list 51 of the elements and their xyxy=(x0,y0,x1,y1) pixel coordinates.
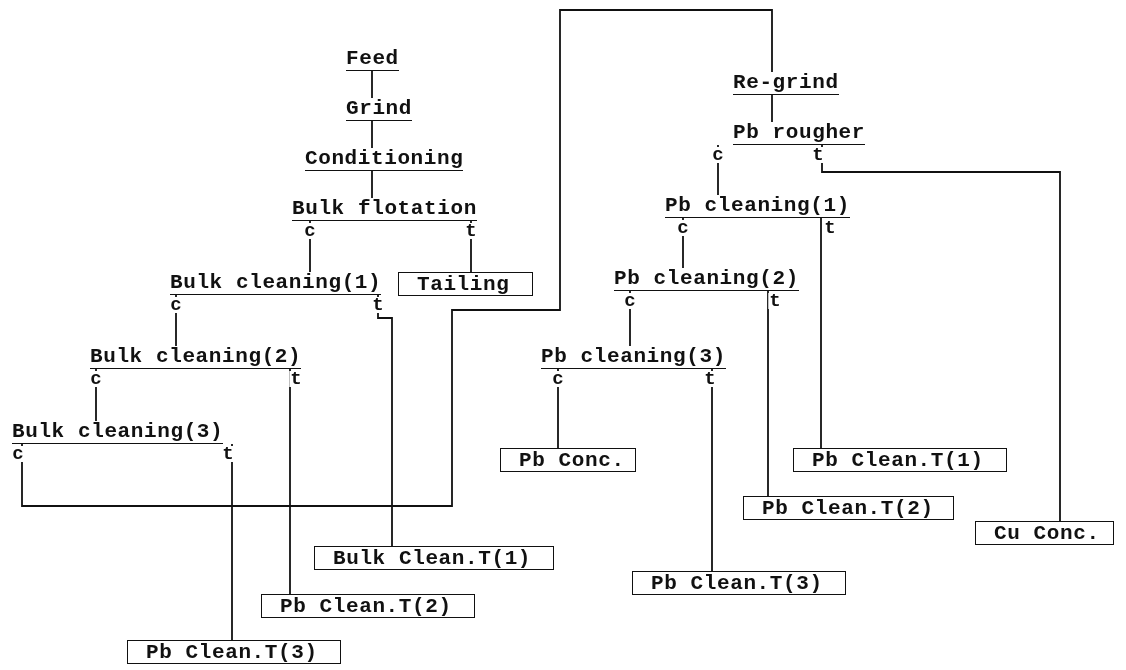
flow-line xyxy=(557,368,559,449)
flow-line xyxy=(711,368,713,572)
product-box: Pb Clean.T(2) xyxy=(261,594,475,618)
edge-label: t xyxy=(371,297,385,313)
process-step: Conditioning xyxy=(305,148,464,171)
flow-line xyxy=(629,290,631,347)
flow-line xyxy=(371,120,373,149)
edge-label: t xyxy=(289,371,303,387)
product-box: Pb Conc. xyxy=(500,448,636,472)
edge-label: c xyxy=(303,223,317,239)
process-step: Bulk cleaning(2) xyxy=(90,346,302,369)
flow-line xyxy=(377,294,393,547)
flow-line xyxy=(820,217,822,449)
flow-line xyxy=(371,170,373,199)
edge-label: c xyxy=(89,371,103,387)
flow-line xyxy=(21,9,773,507)
edge-label: t xyxy=(221,446,235,462)
process-step: Pb cleaning(3) xyxy=(541,346,726,369)
process-step: Pb cleaning(1) xyxy=(665,195,850,218)
edge-label: c xyxy=(623,293,637,309)
flow-line xyxy=(767,290,769,497)
edge-label: t xyxy=(823,220,837,236)
product-box: Pb Clean.T(3) xyxy=(632,571,846,595)
edge-label: t xyxy=(811,147,825,163)
product-box: Pb Clean.T(1) xyxy=(793,448,1007,472)
product-box: Pb Clean.T(2) xyxy=(743,496,954,520)
edge-label: t xyxy=(464,223,478,239)
product-box: Bulk Clean.T(1) xyxy=(314,546,554,570)
edge-label: c xyxy=(676,220,690,236)
edge-label: t xyxy=(768,293,782,309)
process-step: Grind xyxy=(346,98,412,121)
product-box: Pb Clean.T(3) xyxy=(127,640,341,664)
process-step: Pb cleaning(2) xyxy=(614,268,799,291)
edge-label: c xyxy=(169,297,183,313)
flow-line xyxy=(289,368,291,595)
edge-label: c xyxy=(711,147,725,163)
edge-label: c xyxy=(551,371,565,387)
product-box: Tailing xyxy=(398,272,533,296)
flow-line xyxy=(371,70,373,99)
edge-label: c xyxy=(11,446,25,462)
process-step: Pb rougher xyxy=(733,122,866,145)
process-step: Re-grind xyxy=(733,72,839,95)
flow-line xyxy=(821,144,1061,522)
product-box: Cu Conc. xyxy=(975,521,1114,545)
process-step: Bulk flotation xyxy=(292,198,477,221)
flow-line xyxy=(771,94,773,123)
process-step: Bulk cleaning(3) xyxy=(12,421,224,444)
flow-line xyxy=(231,443,233,641)
process-step: Feed xyxy=(346,48,399,71)
edge-label: t xyxy=(703,371,717,387)
process-step: Bulk cleaning(1) xyxy=(170,272,382,295)
